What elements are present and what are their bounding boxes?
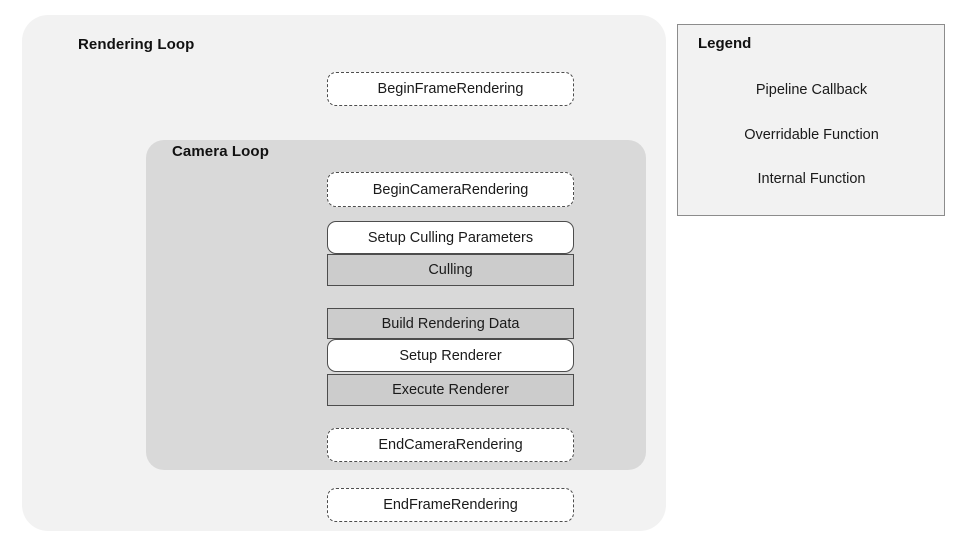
node-execute-renderer[interactable]: Execute Renderer xyxy=(327,374,574,406)
node-begin-camera-rendering[interactable]: BeginCameraRendering xyxy=(327,172,574,207)
node-begin-frame-rendering[interactable]: BeginFrameRendering xyxy=(327,72,574,106)
node-end-frame-rendering[interactable]: EndFrameRendering xyxy=(327,488,574,522)
node-setup-renderer[interactable]: Setup Renderer xyxy=(327,339,574,372)
node-build-rendering-data[interactable]: Build Rendering Data xyxy=(327,308,574,339)
legend-item-internal-function: Internal Function xyxy=(757,171,866,187)
camera-loop-title: Camera Loop xyxy=(172,143,269,160)
node-end-camera-rendering[interactable]: EndCameraRendering xyxy=(327,428,574,462)
legend-item-pipeline-callback: Pipeline Callback xyxy=(755,82,868,98)
node-culling[interactable]: Culling xyxy=(327,254,574,286)
legend-item-overridable-function: Overridable Function xyxy=(744,126,879,143)
node-setup-culling-parameters[interactable]: Setup Culling Parameters xyxy=(327,221,574,254)
legend-title: Legend xyxy=(698,35,752,52)
legend-panel xyxy=(677,24,945,216)
rendering-loop-title: Rendering Loop xyxy=(78,36,195,53)
